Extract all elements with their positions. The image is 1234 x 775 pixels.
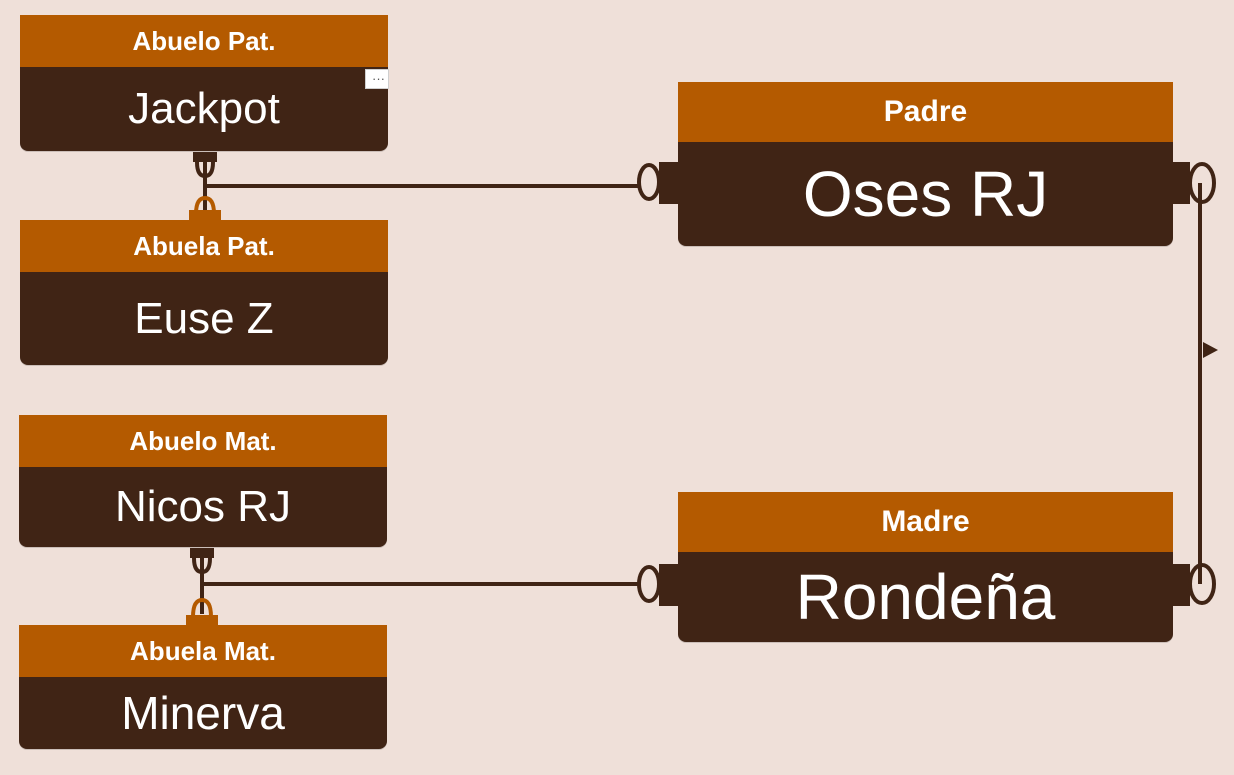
node-header: Abuelo Mat. — [19, 415, 387, 467]
connector-madre-abuelos-mat — [190, 548, 679, 614]
node-padre[interactable]: Padre Oses RJ — [678, 82, 1173, 246]
node-abuela-pat[interactable]: Abuela Pat. Euse Z — [20, 220, 388, 365]
node-name: Rondeña — [678, 552, 1173, 642]
node-header: Madre — [678, 492, 1173, 552]
connector-padre-abuelos-pat — [193, 152, 679, 210]
node-abuela-mat[interactable]: Abuela Mat. Minerva — [19, 625, 387, 749]
node-name: Jackpot — [20, 67, 388, 151]
node-header: Padre — [678, 82, 1173, 142]
node-name: Euse Z — [20, 272, 388, 365]
connector-padre-madre — [1172, 162, 1218, 606]
node-header: Abuela Pat. — [20, 220, 388, 272]
node-abuelo-pat[interactable]: Abuelo Pat. Jackpot — [20, 15, 388, 151]
node-header: Abuela Mat. — [19, 625, 387, 677]
node-abuelo-mat[interactable]: Abuelo Mat. Nicos RJ — [19, 415, 387, 547]
node-madre[interactable]: Madre Rondeña — [678, 492, 1173, 642]
node-header: Abuelo Pat. — [20, 15, 388, 67]
node-name: Minerva — [19, 677, 387, 749]
node-name: Nicos RJ — [19, 467, 387, 547]
connector-abuela-mat-end — [186, 597, 218, 625]
node-name: Oses RJ — [678, 142, 1173, 246]
connector-abuela-pat-end — [189, 195, 221, 220]
ellipsis-icon[interactable]: ··· — [365, 69, 389, 89]
